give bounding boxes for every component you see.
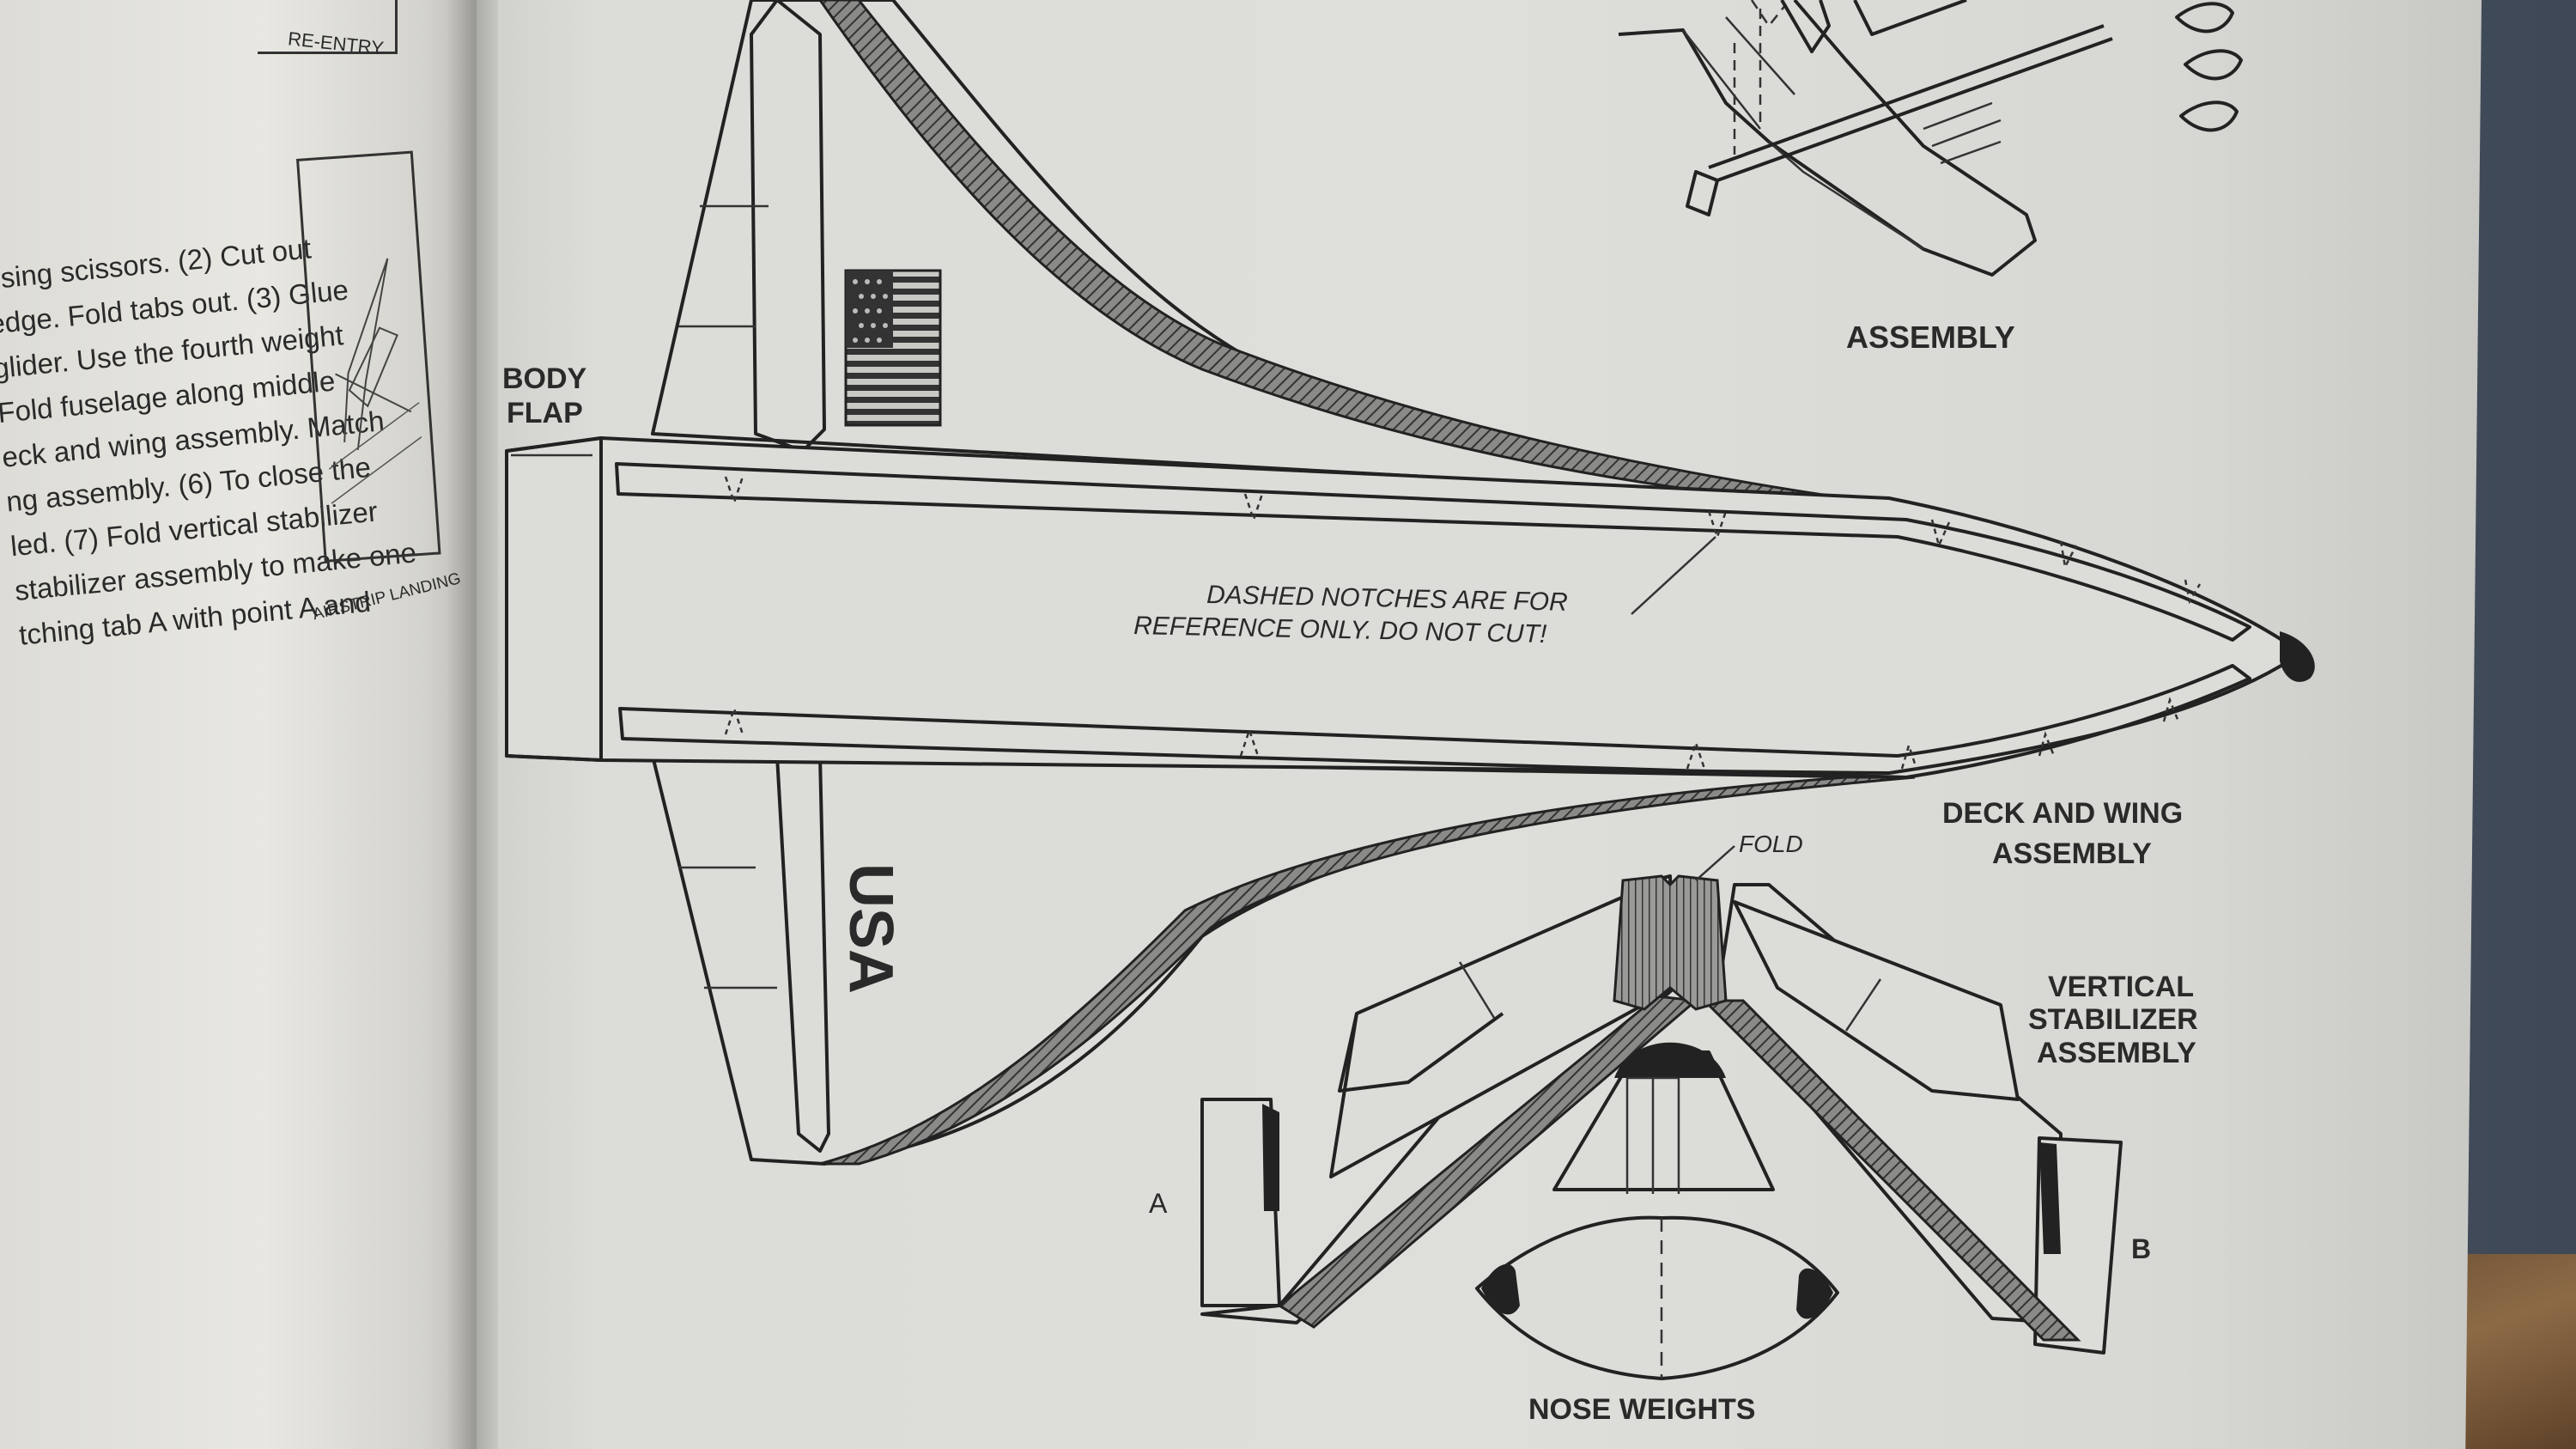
point-b-label: B — [2131, 1233, 2151, 1264]
vertical-stabilizer-label: VERTICAL — [2048, 971, 2194, 1003]
book-gutter — [447, 0, 498, 1449]
vertical-stabilizer-label-3: ASSEMBLY — [2037, 1037, 2196, 1069]
vertical-stabilizer-label-2: STABILIZER — [2028, 1003, 2198, 1036]
wing-lower — [651, 754, 1916, 1166]
reentry-figure-frame — [258, 0, 398, 54]
fuselage — [505, 436, 2315, 779]
point-a-label: A — [1149, 1188, 1168, 1219]
vertical-stabilizer-assembly — [1200, 874, 2123, 1355]
fold-label: FOLD — [1739, 831, 1803, 857]
shuttle-landing-sketch — [328, 258, 422, 504]
deck-wing-label: DECK AND WING — [1942, 797, 2183, 830]
airstrip-figure-frame — [296, 150, 441, 563]
fold-leader — [1695, 845, 1735, 881]
nose-weights-label: NOSE WEIGHTS — [1528, 1393, 1755, 1426]
assembly-sketch — [1618, 0, 2243, 277]
nose-weights-piece — [1475, 1215, 1839, 1380]
usa-wing-text: USA — [836, 863, 905, 994]
deck-wing-label-2: ASSEMBLY — [1992, 837, 2152, 870]
assembly-label: ASSEMBLY — [1846, 320, 2015, 355]
reference-notches — [724, 476, 2202, 770]
us-flag-icon — [844, 269, 942, 427]
body-flap-label-2: FLAP — [507, 397, 583, 429]
body-flap-label: BODY — [502, 362, 587, 395]
left-page: using scissors. (2) Cut out edge. Fold t… — [0, 0, 481, 1449]
